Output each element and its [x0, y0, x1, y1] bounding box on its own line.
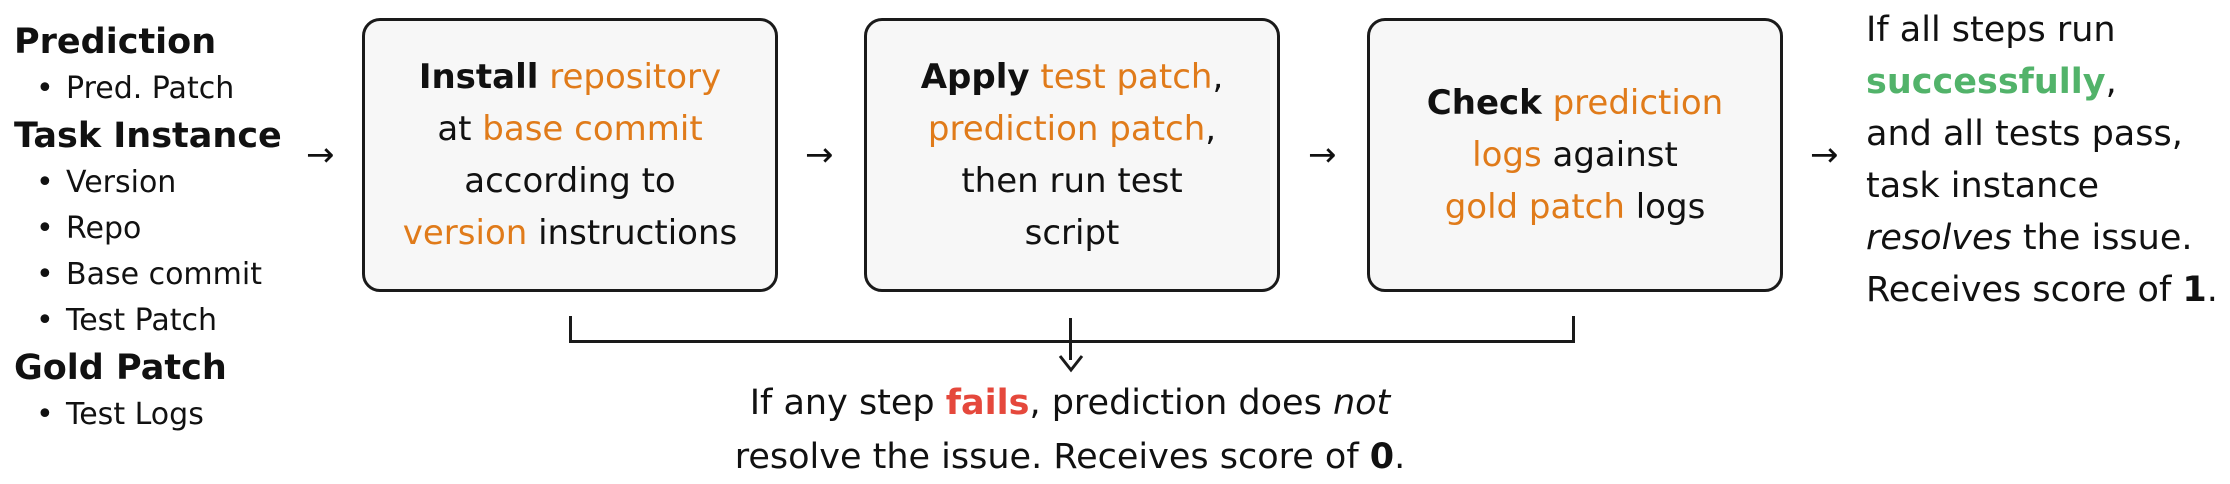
repository-highlight: repository	[549, 57, 722, 97]
prediction-highlight: prediction	[1552, 83, 1724, 123]
bullet-icon: •	[36, 211, 54, 246]
logs-highlight: logs	[1472, 135, 1542, 175]
bullet-icon: •	[36, 165, 54, 200]
failure-text-start: If any step	[749, 383, 946, 423]
list-item-label: Test Logs	[66, 397, 204, 432]
list-item: • Version	[14, 160, 314, 206]
prediction-patch-highlight: prediction patch	[927, 109, 1206, 149]
gold-patch-highlight: gold patch	[1444, 187, 1625, 227]
then-run-test-text: then run test	[961, 161, 1183, 201]
bullet-icon: •	[36, 303, 54, 338]
install-keyword: Install	[418, 57, 539, 97]
task-instance-items: • Version • Repo • Base commit • Test Pa…	[14, 160, 314, 344]
failure-outcome: If any step fails, prediction does not r…	[640, 376, 1500, 484]
success-line-4: task instance	[1866, 166, 2100, 206]
list-item-label: Base commit	[66, 257, 262, 292]
failure-score: 0	[1369, 437, 1395, 477]
comma-text: ,	[1212, 57, 1224, 97]
step-apply-text: Apply test patch, prediction patch, then…	[921, 51, 1224, 259]
success-score: 1	[2182, 270, 2207, 310]
gold-patch-title: Gold Patch	[14, 348, 227, 388]
list-item: • Repo	[14, 206, 314, 252]
task-instance-title: Task Instance	[14, 116, 282, 156]
bracket-down-stem	[1069, 318, 1072, 360]
arrow-down-icon	[1058, 355, 1084, 373]
comma-text: ,	[1205, 109, 1217, 149]
arrow-right-icon: →	[805, 135, 834, 175]
success-outcome: If all steps run successfully, and all t…	[1866, 4, 2226, 316]
base-commit-highlight: base commit	[482, 109, 703, 149]
apply-keyword: Apply	[920, 57, 1030, 97]
list-item: • Test Patch	[14, 298, 314, 344]
step-install-text: Install repository at base commit accord…	[403, 51, 737, 259]
list-item-label: Test Patch	[66, 303, 218, 338]
script-text: script	[1024, 213, 1120, 253]
list-item-label: Version	[66, 165, 177, 200]
according-to-text: according to	[464, 161, 676, 201]
bracket-right-stem	[1572, 316, 1575, 342]
bullet-icon: •	[36, 257, 54, 292]
prediction-items: • Pred. Patch	[14, 66, 314, 112]
success-line-1: If all steps run	[1866, 10, 2116, 50]
against-text: against	[1552, 135, 1678, 175]
resolves-emphasis: resolves	[1866, 218, 2012, 258]
bullet-icon: •	[36, 397, 54, 432]
failure-period: .	[1394, 437, 1406, 477]
prediction-title: Prediction	[14, 22, 217, 62]
successfully-highlight: successfully	[1866, 62, 2106, 102]
test-patch-highlight: test patch	[1040, 57, 1213, 97]
not-emphasis: not	[1332, 383, 1391, 423]
step-check-box: Check prediction logs against gold patch…	[1367, 18, 1783, 292]
arrow-right-icon: →	[1810, 135, 1839, 175]
step-install-box: Install repository at base commit accord…	[362, 18, 778, 292]
success-line-6: Receives score of	[1866, 270, 2183, 310]
gold-patch-items: • Test Logs	[14, 392, 314, 438]
success-period: .	[2206, 270, 2218, 310]
failure-text-mid: , prediction does	[1029, 383, 1333, 423]
at-text: at	[437, 109, 472, 149]
arrow-right-icon: →	[306, 135, 335, 175]
inputs-column: Prediction • Pred. Patch Task Instance •…	[14, 18, 314, 438]
list-item-label: Pred. Patch	[66, 71, 235, 106]
arrow-right-icon: →	[1308, 135, 1337, 175]
fails-highlight: fails	[945, 383, 1030, 423]
logs-text: logs	[1635, 187, 1706, 227]
instructions-text: instructions	[538, 213, 738, 253]
list-item-label: Repo	[66, 211, 142, 246]
list-item: • Base commit	[14, 252, 314, 298]
success-line-3: and all tests pass,	[1866, 114, 2183, 154]
version-highlight: version	[402, 213, 528, 253]
failure-text-line2: resolve the issue. Receives score of	[734, 437, 1370, 477]
bullet-icon: •	[36, 71, 54, 106]
list-item: • Test Logs	[14, 392, 314, 438]
step-check-text: Check prediction logs against gold patch…	[1427, 77, 1723, 233]
success-comma: ,	[2105, 62, 2117, 102]
step-apply-box: Apply test patch, prediction patch, then…	[864, 18, 1280, 292]
success-line-5-rest: the issue.	[2011, 218, 2193, 258]
bracket-left-stem	[569, 316, 572, 342]
bracket-horizontal	[569, 340, 1575, 343]
check-keyword: Check	[1426, 83, 1542, 123]
list-item: • Pred. Patch	[14, 66, 314, 112]
